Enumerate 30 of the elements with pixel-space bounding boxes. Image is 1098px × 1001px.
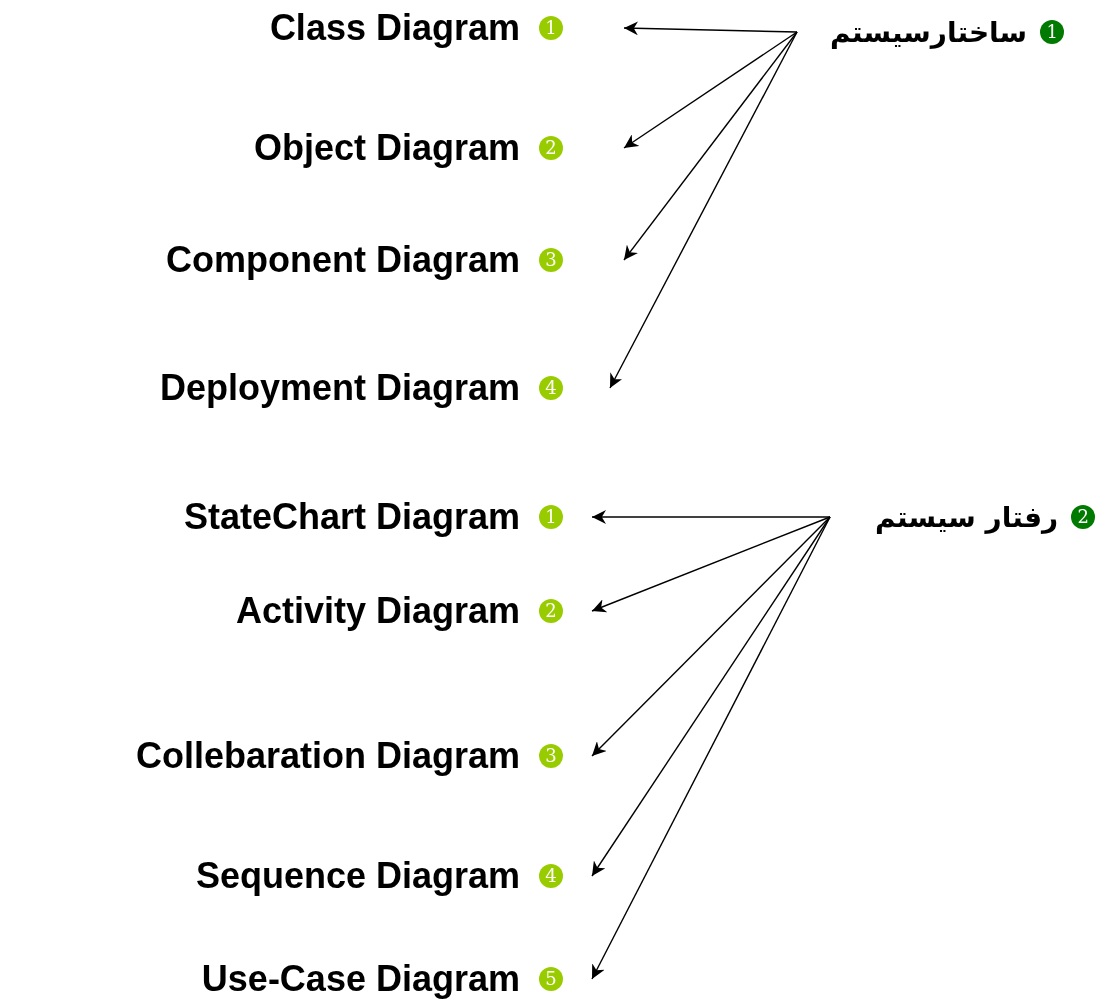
arrow [591,516,831,877]
diagram-label: Object Diagram [253,127,520,169]
diagram-label: Deployment Diagram [159,367,520,409]
diagram-label: ساختارسیستم [830,15,1028,49]
number-badge: 2 [539,136,563,160]
arrow [591,510,831,524]
number-badge: 4 [539,864,563,888]
diagram-label: Component Diagram [165,239,520,281]
arrow [609,31,798,389]
number-badge: 1 [1040,20,1065,44]
diagram-label: Sequence Diagram [195,855,520,897]
number-badge: 2 [539,599,563,623]
diagram-label: Activity Diagram [235,590,520,632]
diagram-label: Class Diagram [269,7,520,49]
diagram-label: Collebaration Diagram [135,735,520,777]
number-badge: 5 [539,967,563,991]
diagram-label: Use-Case Diagram [201,958,520,1000]
arrow [623,21,798,36]
number-badge: 3 [539,248,563,272]
number-badge: 3 [539,744,563,768]
number-badge: 2 [1071,505,1096,529]
number-badge: 1 [539,16,563,40]
arrow [591,516,831,613]
diagram-label: رفتار سیستم [875,500,1059,534]
arrow [623,31,798,261]
number-badge: 4 [539,376,563,400]
arrow [591,516,831,980]
arrow [623,31,798,149]
diagram-label: StateChart Diagram [183,496,520,538]
number-badge: 1 [539,505,563,529]
